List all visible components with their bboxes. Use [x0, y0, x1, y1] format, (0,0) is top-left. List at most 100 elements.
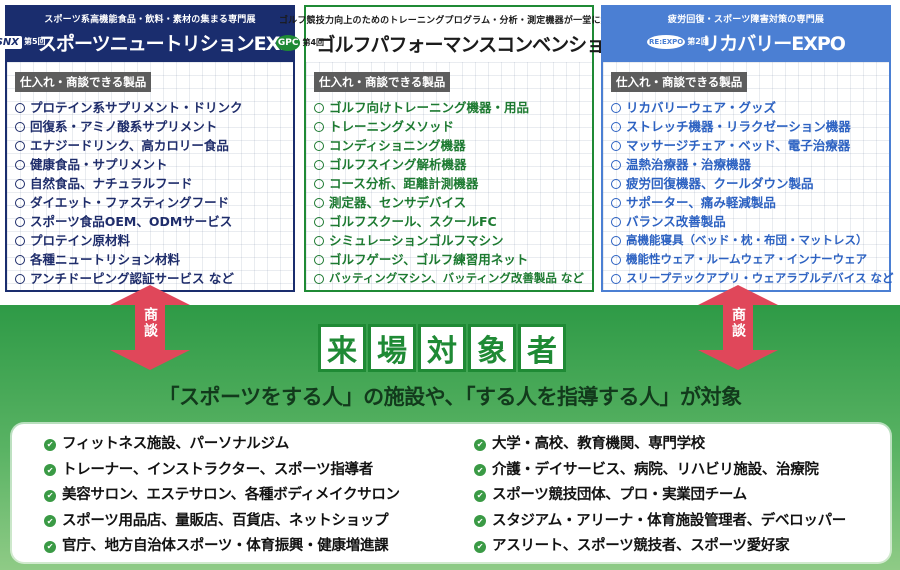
list-item: バランス改善製品	[611, 212, 881, 231]
list-item-text: バランス改善製品	[626, 214, 726, 229]
list-item: ✔トレーナー、インストラクター、スポーツ指導者	[44, 458, 400, 484]
list-item-text: スリープテックアプリ・ウェアラブルデバイス など	[626, 271, 894, 285]
list-item-text: アンチドーピング認証サービス など	[30, 271, 234, 286]
panel-header: スポーツ系高機能食品・飲料・素材の集まる専門展 SNX 第5回 スポーツニュート…	[0, 5, 308, 62]
circle-bullet-icon	[314, 178, 324, 189]
list-item: エナジードリンク、高カロリー食品	[15, 136, 285, 155]
arrow-shaft	[135, 303, 165, 352]
edition-badge: 第2回	[687, 37, 709, 46]
circle-bullet-icon	[611, 140, 621, 151]
arrow-up-icon	[698, 285, 778, 305]
list-item-text: 測定器、センサデバイス	[329, 195, 467, 210]
list-item: シミュレーションゴルフマシン	[314, 231, 584, 250]
list-item: 高機能寝具（ベッド・枕・布団・マットレス）	[611, 231, 881, 250]
title-char: 者	[518, 324, 566, 372]
product-list: リカバリーウェア・グッズ ストレッチ機器・リラクゼーション機器 マッサージチェア…	[611, 98, 893, 288]
circle-bullet-icon	[15, 197, 25, 208]
list-item-text: リカバリーウェア・グッズ	[626, 100, 777, 115]
panel-tagline: 疲労回復・スポーツ障害対策の専門展	[667, 14, 825, 25]
list-item: リカバリーウェア・グッズ	[611, 98, 881, 117]
list-item: ダイエット・ファスティングフード	[15, 193, 285, 212]
circle-bullet-icon	[611, 197, 621, 208]
panel-title-row: SNX 第5回 スポーツニュートリションEXPO	[0, 29, 308, 56]
business-talk-arrow-left: 商談	[110, 285, 190, 370]
list-item-text: 健康食品・サプリメント	[30, 157, 168, 172]
arrow-label: 商談	[730, 307, 746, 339]
product-list: ゴルフ向けトレーニング機器・用品 トレーニングメソッド コンディショニング機器 …	[314, 98, 584, 288]
panel-tagline: スポーツ系高機能食品・飲料・素材の集まる専門展	[44, 14, 256, 25]
edition-badge: 第4回	[302, 38, 325, 47]
list-item-text: スポーツ用品店、量販店、百貨店、ネットショップ	[62, 512, 389, 529]
circle-bullet-icon	[314, 140, 324, 151]
circle-bullet-icon	[15, 235, 25, 246]
list-item: コース分析、距離計測機器	[314, 174, 584, 193]
list-item: コンディショニング機器	[314, 136, 584, 155]
list-item: 健康食品・サプリメント	[15, 155, 285, 174]
list-item-text: ダイエット・ファスティングフード	[30, 195, 230, 210]
list-item-text: 自然食品、ナチュラルフード	[30, 176, 193, 191]
list-item-text: エナジードリンク、高カロリー食品	[30, 138, 229, 153]
list-item: 回復系・アミノ酸系サプリメント	[15, 117, 285, 136]
list-item-text: 機能性ウェア・ルームウェア・インナーウェア	[626, 252, 868, 266]
list-item: 機能性ウェア・ルームウェア・インナーウェア	[611, 250, 881, 269]
circle-bullet-icon	[611, 235, 621, 246]
title-char: 来	[318, 324, 366, 372]
circle-bullet-icon	[15, 121, 25, 132]
panel-header: 疲労回復・スポーツ障害対策の専門展 RE:EXPO 第2回 リカバリーEXPO	[601, 5, 891, 62]
list-item-text: 大学・高校、教育機関、専門学校	[492, 436, 705, 452]
section-label: 仕入れ・商談できる製品	[611, 72, 748, 92]
section-label: 仕入れ・商談できる製品	[15, 72, 152, 92]
check-circle-icon: ✔	[474, 438, 486, 451]
snx-logo: SNX	[0, 35, 22, 49]
list-item: ✔官庁、地方自治体スポーツ・体育振興・健康増進課	[44, 534, 400, 560]
list-item-text: ストレッチ機器・リラクゼーション機器	[626, 119, 851, 134]
panel-title-row: GPC 第4回 ゴルフパフォーマンスコンベンション	[275, 30, 623, 57]
circle-bullet-icon	[611, 254, 621, 265]
panel-body: 仕入れ・商談できる製品 リカバリーウェア・グッズ ストレッチ機器・リラクゼーショ…	[601, 62, 893, 292]
list-item: ゴルフスイング解析機器	[314, 155, 584, 174]
arrow-up-icon	[110, 285, 190, 305]
circle-bullet-icon	[314, 159, 324, 170]
arrow-label: 商談	[142, 307, 158, 339]
list-item-text: 高機能寝具（ベッド・枕・布団・マットレス）	[626, 233, 868, 247]
recovery-logo: RE:EXPO	[647, 35, 686, 49]
circle-bullet-icon	[314, 102, 324, 113]
list-item-text: ゴルフスイング解析機器	[329, 157, 467, 172]
circle-bullet-icon	[611, 216, 621, 227]
list-item: 各種ニュートリション材料	[15, 250, 285, 269]
circle-bullet-icon	[314, 216, 324, 227]
visitor-title: 来 場 対 象 者	[318, 324, 566, 372]
circle-bullet-icon	[15, 273, 25, 284]
list-item-text: プロテイン原材料	[30, 233, 131, 248]
list-item-text: ゴルフ向けトレーニング機器・用品	[329, 100, 530, 115]
list-item-text: スポーツ競技団体、プロ・実業団チーム	[492, 487, 747, 503]
list-item: プロテイン系サプリメント・ドリンク	[15, 98, 285, 117]
edition-badge: 第5回	[23, 37, 46, 46]
list-item-text: ゴルフスクール、スクールFC	[329, 214, 497, 229]
circle-bullet-icon	[314, 254, 324, 265]
circle-bullet-icon	[314, 235, 324, 246]
list-item: サポーター、痛み軽減製品	[611, 193, 881, 212]
check-circle-icon: ✔	[44, 489, 56, 502]
visitor-list-left: ✔フィットネス施設、パーソナルジム ✔トレーナー、インストラクター、スポーツ指導…	[44, 432, 400, 560]
list-item-text: ゴルフゲージ、ゴルフ練習用ネット	[329, 252, 529, 267]
list-item-text: スポーツ食品OEM、ODMサービス	[30, 214, 233, 229]
check-circle-icon: ✔	[44, 438, 56, 451]
arrow-down-icon	[110, 350, 190, 370]
check-circle-icon: ✔	[44, 464, 56, 477]
title-char: 場	[368, 324, 416, 372]
circle-bullet-icon	[15, 102, 25, 113]
list-item: ゴルフゲージ、ゴルフ練習用ネット	[314, 250, 584, 269]
section-label: 仕入れ・商談できる製品	[314, 72, 451, 92]
circle-bullet-icon	[611, 102, 621, 113]
list-item: アンチドーピング認証サービス など	[15, 269, 285, 288]
expo-title: リカバリーEXPO	[701, 32, 846, 55]
product-list: プロテイン系サプリメント・ドリンク 回復系・アミノ酸系サプリメント エナジードリ…	[15, 98, 285, 288]
list-item-text: プロテイン系サプリメント・ドリンク	[30, 100, 243, 115]
title-char: 対	[418, 324, 466, 372]
list-item-text: コンディショニング機器	[329, 138, 466, 153]
list-item-text: 回復系・アミノ酸系サプリメント	[30, 119, 218, 134]
list-item-text: コース分析、距離計測機器	[329, 176, 479, 191]
panel-recovery-expo: 疲労回復・スポーツ障害対策の専門展 RE:EXPO 第2回 リカバリーEXPO …	[601, 5, 893, 292]
check-circle-icon: ✔	[474, 515, 486, 528]
